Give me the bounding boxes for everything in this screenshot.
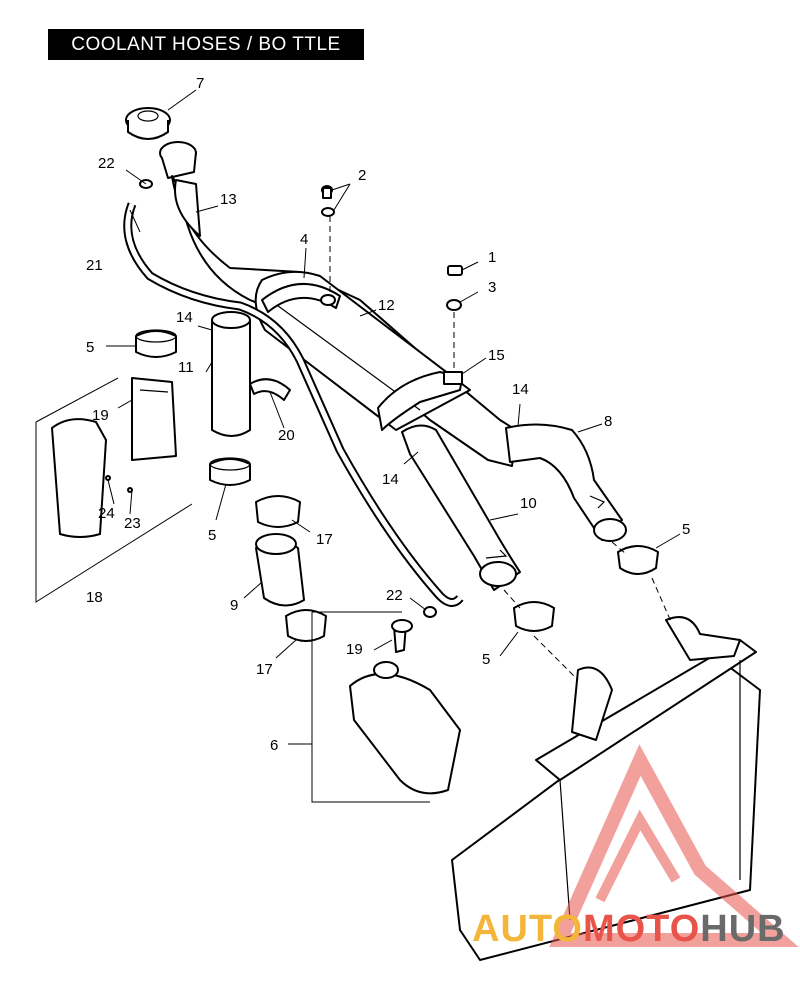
callout-17-top: 17	[316, 531, 333, 548]
callout-19-shroud: 19	[92, 407, 109, 424]
hose-clip	[249, 378, 291, 401]
callout-22-bottom: 22	[386, 587, 403, 604]
clamp-left-top	[135, 329, 177, 358]
callout-6: 6	[270, 737, 278, 754]
clamp-left-bottom	[209, 457, 251, 486]
watermark-logo	[549, 744, 799, 947]
callout-22-top: 22	[98, 155, 115, 172]
callout-5-clamp-bottom: 5	[208, 527, 216, 544]
watermark-text: AUTOMOTOHUB	[472, 908, 786, 951]
callout-14-middle: 14	[382, 471, 399, 488]
callout-14-left: 14	[176, 309, 193, 326]
callout-20: 20	[278, 427, 295, 444]
callout-8: 8	[604, 413, 612, 430]
bracket	[377, 371, 463, 431]
callout-17-bottom: 17	[256, 661, 273, 678]
bolt	[446, 265, 463, 372]
callout-4: 4	[300, 231, 308, 248]
callout-21: 21	[86, 257, 103, 274]
callout-5-clamp-center: 5	[482, 651, 490, 668]
hose-11	[211, 311, 251, 437]
shroud	[51, 377, 177, 538]
clamp-17-bottom	[285, 609, 327, 642]
watermark-hub: HUB	[700, 908, 786, 950]
callout-10: 10	[520, 495, 537, 512]
watermark-moto: MOTO	[582, 908, 701, 950]
callout-12: 12	[378, 297, 395, 314]
hose-8	[505, 423, 627, 542]
overflow-hose	[123, 179, 464, 618]
callout-18: 18	[86, 589, 103, 606]
watermark-auto: AUTO	[472, 908, 583, 950]
callout-2: 2	[358, 167, 366, 184]
coolant-bottle	[349, 619, 461, 795]
callout-14-right: 14	[512, 381, 529, 398]
callout-15: 15	[488, 347, 505, 364]
callout-5-clamp-right: 5	[682, 521, 690, 538]
callout-1: 1	[488, 249, 496, 266]
callout-24: 24	[98, 505, 115, 522]
radiator-cap	[125, 107, 171, 140]
callout-9: 9	[230, 597, 238, 614]
radiator	[451, 616, 761, 961]
callout-11: 11	[178, 359, 194, 376]
callout-5-clamp-top: 5	[86, 339, 94, 356]
hose-9	[255, 533, 305, 607]
clamp-center	[513, 601, 555, 632]
callout-3: 3	[488, 279, 496, 296]
filler-neck	[159, 141, 197, 179]
callout-13: 13	[220, 191, 237, 208]
clamp-17-top	[255, 495, 301, 528]
hose-10	[401, 424, 521, 591]
hose-clamp-bracket	[261, 185, 341, 313]
clamp-right	[617, 545, 659, 575]
callout-23: 23	[124, 515, 141, 532]
page-title: COOLANT HOSES / BO TTLE	[48, 29, 364, 60]
callout-7: 7	[196, 75, 204, 92]
callout-19-bottle: 19	[346, 641, 363, 658]
